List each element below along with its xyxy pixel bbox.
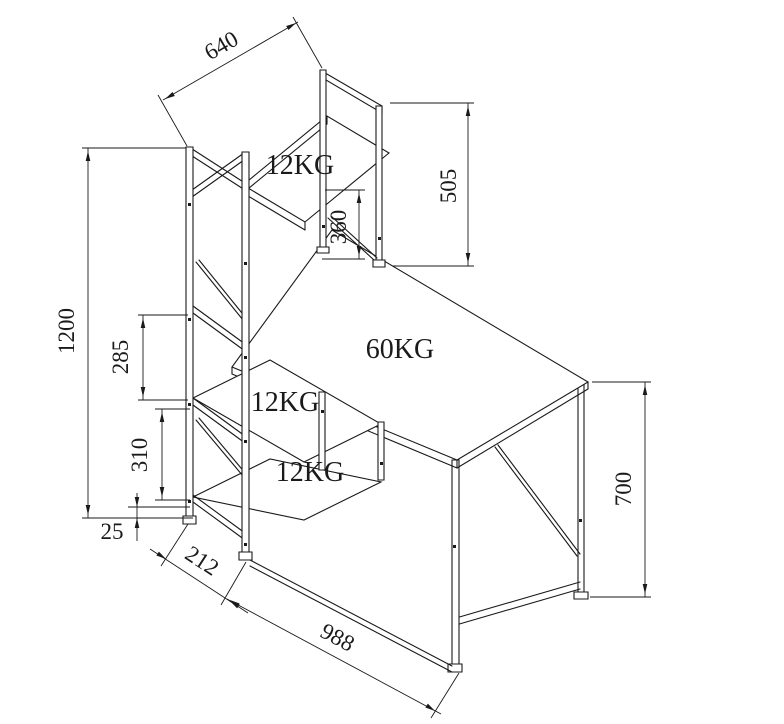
shelf-support-post-right: [377, 421, 385, 481]
hutch-frame-top-rail: [319, 69, 383, 114]
dimension-640-label: 640: [200, 26, 242, 65]
dimension-arrowhead: [642, 385, 648, 395]
tower-right-post: [241, 151, 250, 558]
dimension-212-label: 212: [181, 541, 224, 581]
dimension-25: 25: [101, 493, 190, 544]
desk-front-leg: [451, 459, 460, 668]
dimension-arrowhead: [134, 497, 140, 507]
dimension-arrowhead: [165, 92, 175, 99]
hutch-shelf-surface: [242, 115, 390, 223]
dimension-arrowheads: [85, 23, 648, 711]
dimension-arrowhead: [140, 387, 146, 397]
desk-back-leg: [577, 383, 585, 595]
dimension-505-label: 505: [436, 169, 461, 204]
dimension-arrowhead: [425, 703, 435, 711]
dimension-212: 212: [149, 523, 249, 614]
dimension-annotations: 640 505 360 1200 285: [54, 16, 651, 719]
dimension-1200-label: 1200: [54, 308, 79, 354]
dimension-1200: 1200: [54, 147, 193, 519]
dimension-505: 505: [390, 102, 474, 267]
dimension-arrowhead: [230, 601, 240, 609]
middle-shelf-load-label: 12KG: [251, 387, 319, 418]
dimension-25-label: 25: [101, 519, 124, 544]
dimension-arrowhead: [356, 246, 362, 256]
dimension-arrowhead: [156, 551, 166, 559]
lower-shelf-load-label: 12KG: [276, 457, 344, 488]
dimension-arrowhead: [159, 487, 165, 497]
dimension-arrowhead: [159, 412, 165, 422]
dimension-700-label: 700: [611, 472, 636, 507]
shelf-tower: [182, 146, 582, 561]
dimension-360-label: 360: [326, 210, 351, 245]
dimension-arrowhead: [140, 318, 146, 328]
dimension-arrowhead: [134, 518, 140, 528]
tower-right-foot: [238, 551, 253, 561]
dimension-arrowhead: [642, 584, 648, 594]
hutch-frame-left-foot: [316, 246, 330, 254]
dimension-arrowhead: [286, 23, 296, 30]
hutch: [242, 69, 390, 268]
tower-left-post: [185, 146, 194, 521]
hutch-frame-right-foot: [372, 259, 386, 268]
dimension-285-label: 285: [108, 340, 133, 375]
dimension-arrowhead: [465, 106, 471, 116]
dimension-arrowhead: [356, 193, 362, 203]
dimension-arrowhead: [85, 505, 91, 515]
dimension-285: 285: [108, 314, 188, 401]
load-labels: 12KG 60KG 12KG 12KG: [251, 150, 434, 488]
desk-back-leg-foot: [573, 591, 589, 600]
dimension-700: 700: [590, 381, 651, 598]
dimension-310: 310: [127, 408, 190, 501]
dimension-arrowhead: [85, 151, 91, 161]
dimension-310-label: 310: [127, 438, 152, 473]
dimension-988: 988: [226, 598, 460, 719]
dimension-arrowhead: [465, 253, 471, 263]
dimension-640: 640: [157, 16, 323, 147]
tower-left-foot: [182, 515, 197, 525]
hutch-load-label: 12KG: [266, 150, 334, 181]
under-desk-shelves: [191, 359, 385, 521]
desktop-load-label: 60KG: [366, 334, 434, 365]
